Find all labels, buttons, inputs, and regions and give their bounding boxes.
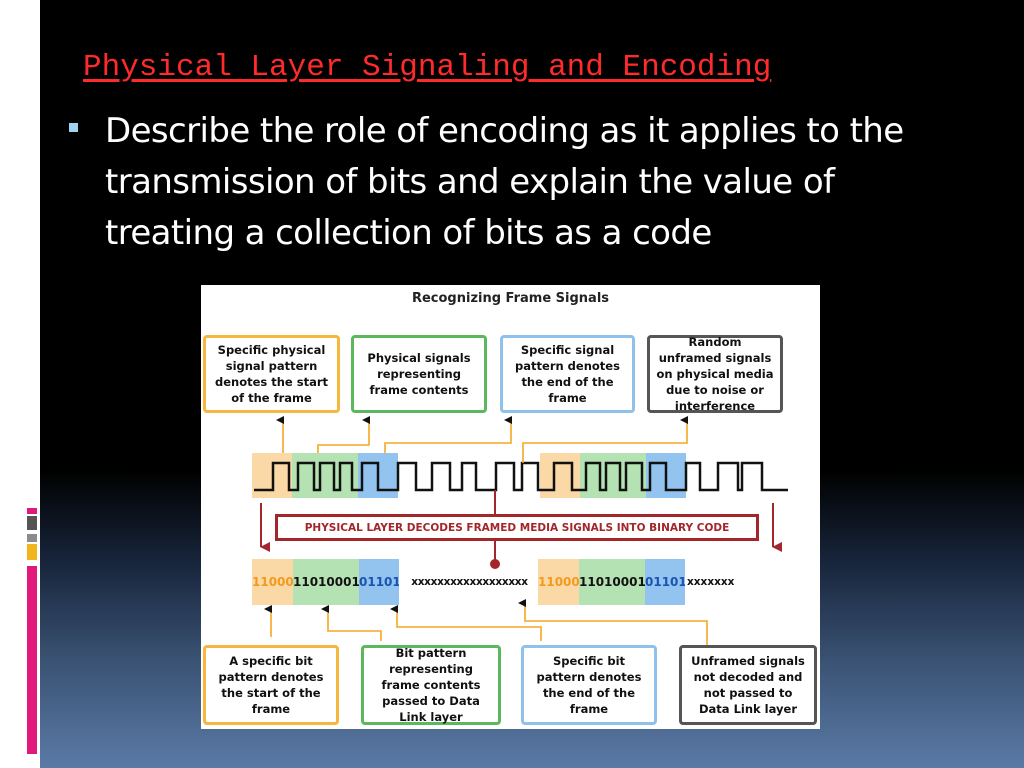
decor-block-dark: [27, 516, 37, 530]
signal-waveform: [254, 461, 788, 492]
decode-banner: PHYSICAL LAYER DECODES FRAMED MEDIA SIGN…: [275, 514, 759, 541]
frame-signals-diagram: Recognizing Frame Signals Specific physi…: [201, 285, 820, 729]
bottom-box-start-bits: A specific bit pattern denotes the start…: [203, 645, 339, 725]
bottom-box-end-bits: Specific bit pattern denotes the end of …: [521, 645, 657, 725]
bullet-icon: [69, 123, 78, 132]
top-box-start-signal: Specific physical signal pattern denotes…: [203, 335, 340, 413]
arrow-data-signal: [317, 416, 370, 453]
bits-noise-2: xxxxxxx: [687, 576, 735, 588]
arrow-noise-bits: [518, 599, 708, 645]
slide-title: Physical Layer Signaling and Encoding: [83, 50, 772, 85]
arrow-end-signal: [384, 416, 512, 453]
bits-frame2-start: 11000: [538, 559, 579, 605]
diagram-graphics: [252, 416, 788, 645]
top-box-noise-signal: Random unframed signals on physical medi…: [647, 335, 783, 413]
decor-block-yellow: [27, 544, 37, 560]
top-box-data-signal: Physical signals representing frame cont…: [351, 335, 487, 413]
bullet-text: Describe the role of encoding as it appl…: [105, 111, 904, 253]
bottom-box-data-bits: Bit pattern representing frame contents …: [361, 645, 501, 725]
bits-frame1-data: 11010001: [293, 559, 359, 605]
bits-frame2-end: 01101: [645, 559, 685, 605]
arrow-end-bits: [390, 605, 542, 641]
signal-data-bg-2: [580, 453, 646, 498]
decor-block-pink-small: [27, 508, 37, 514]
bits-frame2-data: 11010001: [579, 559, 645, 605]
arrow-noise-signal: [522, 416, 688, 463]
bottom-box-noise-bits: Unframed signals not decoded and not pas…: [679, 645, 817, 725]
decor-block-pink: [27, 566, 37, 754]
diagram-title: Recognizing Frame Signals: [411, 291, 610, 306]
signal-data-bg-1: [292, 453, 358, 498]
arrow-data-bits: [321, 605, 382, 641]
decode-center-dot: [490, 559, 500, 569]
bits-frame1-start: 11000: [252, 559, 293, 605]
decor-block-gray: [27, 534, 37, 542]
bits-noise-1: xxxxxxxxxxxxxxxxxx: [411, 576, 528, 588]
top-box-end-signal: Specific signal pattern denotes the end …: [500, 335, 635, 413]
bits-frame1-end: 01101: [359, 559, 399, 605]
